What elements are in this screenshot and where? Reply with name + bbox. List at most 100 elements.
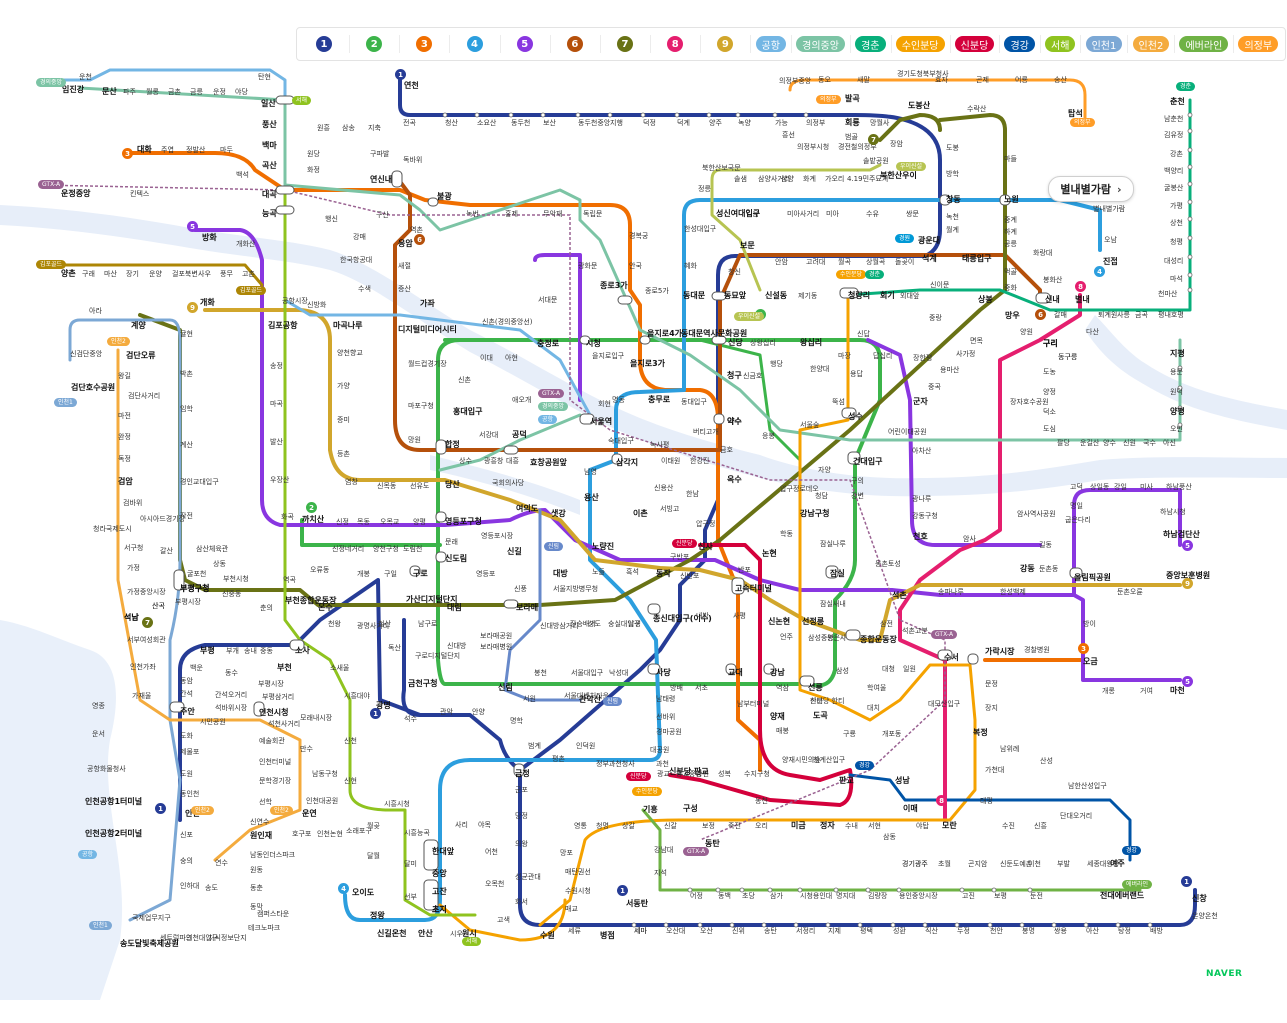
station-label[interactable]: 서원 (523, 695, 536, 703)
station-label[interactable]: 덕정 (643, 119, 656, 127)
station-label[interactable]: 단대오거리 (1060, 812, 1093, 820)
station-label[interactable]: 수유 (866, 210, 879, 218)
station-label[interactable]: 백양리 (1164, 167, 1184, 175)
station-label[interactable]: 녹번 (466, 210, 479, 218)
station-label[interactable]: 운정중앙 (61, 189, 91, 198)
station-label[interactable]: 온수 (318, 603, 333, 612)
station-label[interactable]: 병점 (600, 931, 615, 940)
station-label[interactable]: 경기도청북부청사 (897, 70, 949, 78)
station-label[interactable]: 화계 (803, 175, 816, 183)
station-label[interactable]: 신분당 판교 (669, 767, 709, 776)
station-label[interactable]: 신둔도예촌 (1000, 860, 1033, 868)
station-label[interactable]: 구성 (683, 804, 698, 813)
station-label[interactable]: 오금 (1083, 657, 1098, 666)
station-label[interactable]: 노량진 (592, 542, 615, 551)
station-label[interactable]: 가천대 (985, 766, 1005, 774)
station-label[interactable]: 신답 (857, 330, 870, 338)
station-label[interactable]: 동대문역사문화공원 (681, 329, 748, 338)
station-label[interactable]: 신길 (507, 547, 522, 556)
station-label[interactable]: 학여울 (867, 684, 887, 692)
station-label[interactable]: 강동 (1020, 564, 1035, 573)
station-label[interactable]: 삼성중앙 (808, 634, 834, 642)
station-label[interactable]: 정왕 (370, 911, 385, 920)
station-label[interactable]: 원덕 (1170, 388, 1183, 396)
station-label[interactable]: 4.19민주묘지 (847, 175, 889, 183)
station-label[interactable]: 가능 (775, 119, 788, 127)
station-label[interactable]: 인천가좌 (130, 663, 156, 671)
station-label[interactable]: 의정부 (806, 119, 826, 127)
station-label[interactable]: 양평 (1170, 407, 1185, 416)
station-label[interactable]: 부평삼거리 (262, 693, 295, 701)
station-label[interactable]: 구의 (851, 477, 864, 485)
station-label[interactable]: 완정 (118, 433, 131, 441)
station-label[interactable]: 이매 (903, 804, 918, 813)
station-label[interactable]: 종로5가 (645, 287, 669, 295)
station-label[interactable]: 송탄 (764, 927, 777, 935)
station-label[interactable]: 둔촌동 (1039, 565, 1059, 573)
station-label[interactable]: 상일동 (1090, 483, 1110, 491)
station-label[interactable]: 백운 (190, 664, 203, 672)
station-label[interactable]: 명지대 (836, 892, 856, 900)
station-label[interactable]: 남한산성입구 (1068, 782, 1107, 790)
station-label[interactable]: 지제 (828, 927, 841, 935)
station-label[interactable]: 계산 (180, 441, 193, 449)
station-label[interactable]: 숙대입구 (608, 437, 634, 445)
station-label[interactable]: 모래내시장 (300, 714, 333, 722)
station-label[interactable]: 경인교대입구 (180, 478, 219, 486)
station-label[interactable]: 까치산 (302, 515, 325, 524)
station-label[interactable]: 여주 (1110, 859, 1125, 868)
station-label[interactable]: 범계 (528, 742, 541, 750)
station-label[interactable]: 서정리 (796, 927, 816, 935)
station-label[interactable]: 개롱 (1102, 687, 1115, 695)
station-label[interactable]: 충무로 (648, 395, 671, 404)
station-label[interactable]: 여의도 (516, 504, 539, 513)
station-label[interactable]: 약수 (727, 417, 742, 426)
station-label[interactable]: 문산 (102, 87, 117, 96)
station-label[interactable]: 삼가 (770, 892, 783, 900)
station-label[interactable]: 걸포북변 (172, 270, 198, 278)
station-label[interactable]: 석촌고분 (902, 627, 928, 635)
station-label[interactable]: 서울숲 (800, 421, 820, 429)
station-label[interactable]: 중화 (1004, 284, 1017, 292)
line-filter-경강[interactable]: 경강 (1001, 31, 1037, 57)
station-label[interactable]: 철산 (378, 620, 391, 628)
station-label[interactable]: 양재시민의숲 (782, 756, 821, 764)
station-label[interactable]: 임학 (180, 405, 193, 413)
station-label[interactable]: 가양 (337, 382, 350, 390)
station-label[interactable]: 서초 (695, 684, 708, 692)
station-label[interactable]: 화곡 (281, 513, 294, 521)
station-label[interactable]: 신촌 (458, 376, 471, 384)
station-label[interactable]: 달미 (404, 860, 417, 868)
station-label[interactable]: 둔전 (1030, 892, 1043, 900)
station-label[interactable]: 신논현 (768, 617, 791, 626)
station-label[interactable]: 굴봉산 (1164, 184, 1184, 192)
station-label[interactable]: 정발산 (186, 146, 206, 154)
station-label[interactable]: 오목교 (380, 518, 400, 526)
station-label[interactable]: 을지로3가 (630, 359, 666, 368)
station-label[interactable]: 우장산 (270, 476, 290, 484)
station-label[interactable]: 행신 (325, 215, 338, 223)
station-label[interactable]: 광운대 (918, 236, 941, 245)
station-label[interactable]: 삼전 (880, 620, 893, 628)
station-label[interactable]: 강남 (770, 668, 785, 677)
station-label[interactable]: 산곡 (152, 602, 165, 610)
station-label[interactable]: 춘의 (260, 604, 273, 612)
station-label[interactable]: 서울대입구 (571, 669, 604, 677)
station-label[interactable]: 어룡 (1015, 76, 1028, 84)
station-label[interactable]: 한성백제 (1000, 588, 1026, 596)
station-label[interactable]: 산곡 (152, 602, 165, 610)
station-label[interactable]: 신목동 (377, 482, 397, 490)
station-label[interactable]: 화정 (307, 166, 320, 174)
station-label[interactable]: 오리 (755, 822, 768, 830)
station-label[interactable]: 세류 (568, 927, 581, 935)
station-label[interactable]: 수락산 (967, 105, 987, 113)
station-label[interactable]: 장지 (985, 704, 998, 712)
line-filter-의정부[interactable]: 의정부 (1235, 31, 1281, 57)
station-label[interactable]: 화서 (515, 898, 528, 906)
station-label[interactable]: 청평 (1170, 238, 1183, 246)
station-label[interactable]: 청구 (727, 371, 742, 380)
station-label[interactable]: 운길산 (1080, 439, 1100, 447)
station-label[interactable]: 대림 (447, 603, 462, 612)
line-filter-9[interactable]: 9 (702, 31, 748, 57)
line-filter-8[interactable]: 8 (652, 31, 698, 57)
